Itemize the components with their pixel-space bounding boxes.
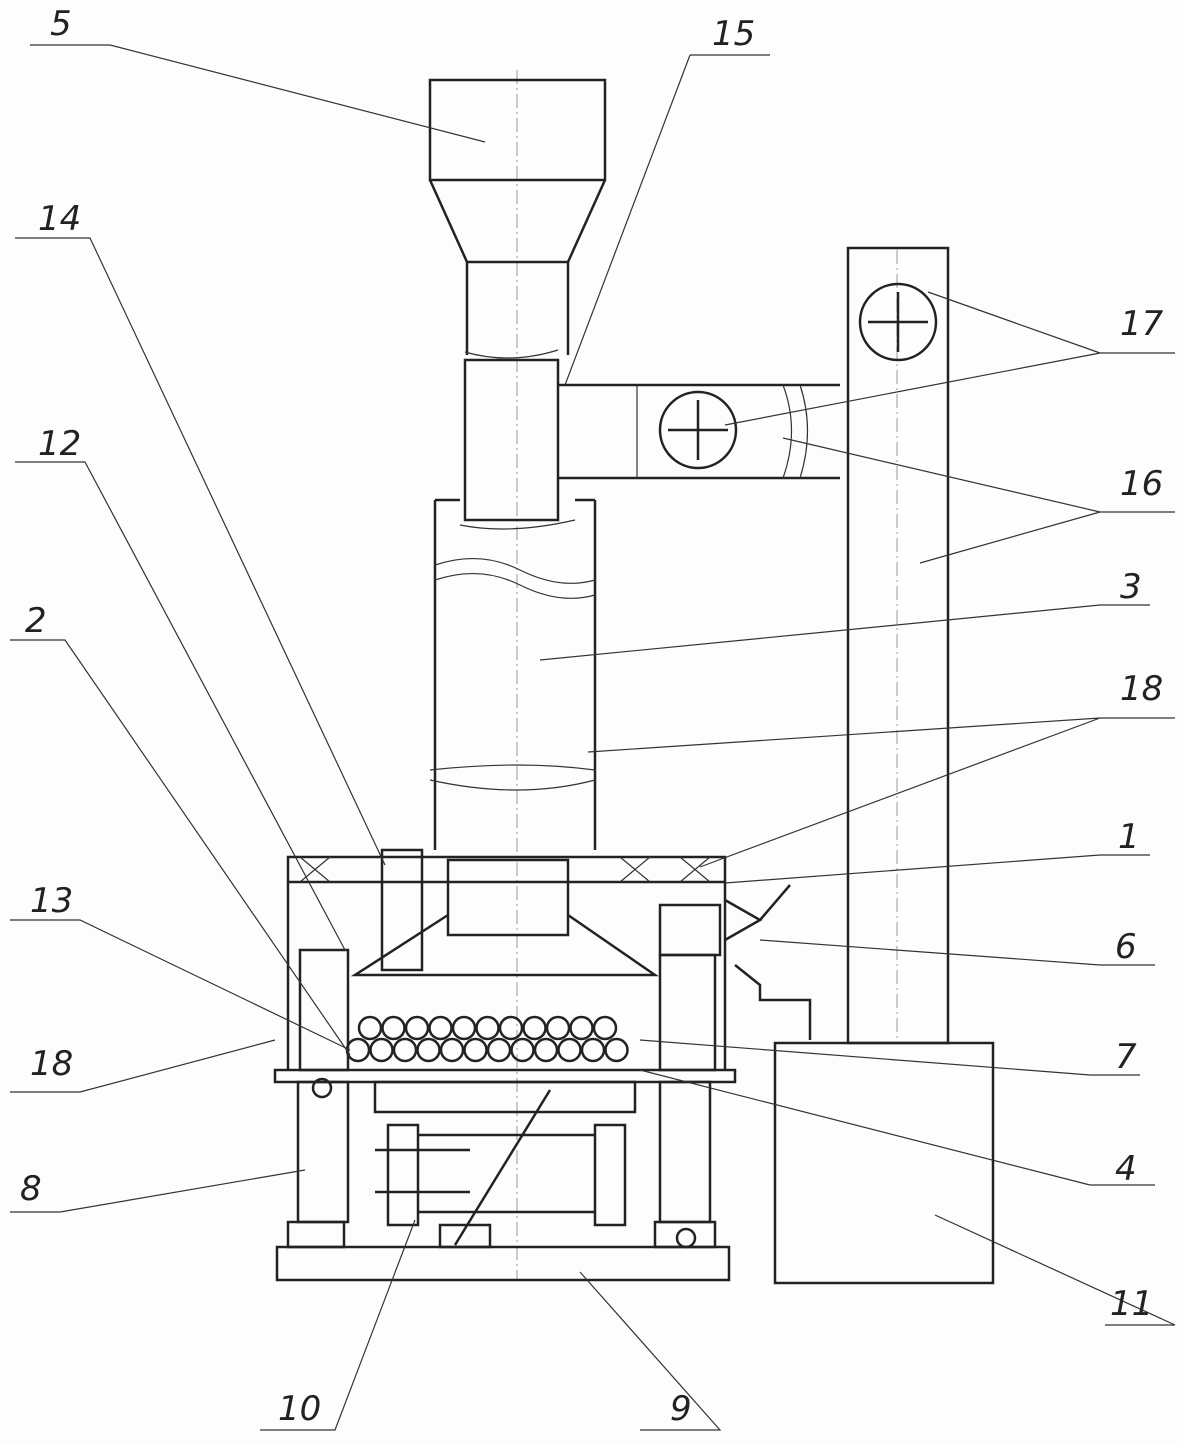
ball [418, 1039, 440, 1061]
ball [512, 1039, 534, 1061]
frame [277, 1079, 729, 1280]
ball [477, 1017, 499, 1039]
ball [441, 1039, 463, 1061]
ball [547, 1017, 569, 1039]
ball [488, 1039, 510, 1061]
ball [453, 1017, 475, 1039]
label-8: 8 [20, 1169, 42, 1209]
label-5: 5 [50, 4, 72, 44]
ball [500, 1017, 522, 1039]
label-11: 11 [1110, 1284, 1153, 1324]
grinding-balls [347, 1017, 628, 1061]
column [848, 248, 948, 1043]
label-9: 9 [670, 1389, 692, 1429]
label-18-right: 18 [1120, 669, 1163, 709]
ball [359, 1017, 381, 1039]
ball [465, 1039, 487, 1061]
label-2: 2 [25, 601, 47, 641]
label-4: 4 [1115, 1149, 1137, 1189]
ball [524, 1017, 546, 1039]
leader-lines [10, 45, 1175, 1430]
label-18-left: 18 [30, 1044, 73, 1084]
label-15: 15 [712, 14, 755, 54]
label-10: 10 [278, 1389, 321, 1429]
label-7: 7 [1115, 1037, 1137, 1077]
ball [383, 1017, 405, 1039]
ball [371, 1039, 393, 1061]
label-14: 14 [38, 199, 81, 239]
ball [594, 1017, 616, 1039]
label-6: 6 [1115, 927, 1137, 967]
ball [347, 1039, 369, 1061]
ball [571, 1017, 593, 1039]
label-1: 1 [1118, 817, 1140, 857]
label-12: 12 [38, 424, 81, 464]
fan-horizontal [660, 392, 736, 468]
label-13: 13 [30, 881, 73, 921]
label-17: 17 [1120, 304, 1164, 344]
tee-pipe [430, 350, 840, 850]
ball [394, 1039, 416, 1061]
ball [559, 1039, 581, 1061]
ball [535, 1039, 557, 1061]
label-3: 3 [1120, 567, 1142, 607]
ball [430, 1017, 452, 1039]
ball [406, 1017, 428, 1039]
label-16: 16 [1120, 464, 1163, 504]
ball [582, 1039, 604, 1061]
ball [606, 1039, 628, 1061]
